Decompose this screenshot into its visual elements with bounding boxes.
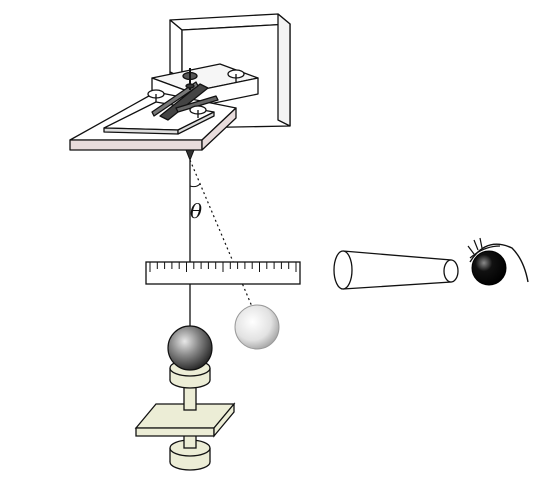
suspension-frame: [69, 13, 291, 151]
scale-ruler: [145, 261, 301, 285]
observer-eye: [467, 237, 529, 286]
suspension-point: [185, 149, 195, 162]
angle-label: θ: [190, 199, 202, 223]
deflected-string: [189, 159, 257, 317]
ball-stand: [134, 359, 236, 471]
ruler-ticks: [149, 262, 297, 272]
angle-arc: [189, 183, 201, 188]
telescope: [333, 250, 459, 290]
displaced-ball: [234, 304, 280, 350]
hanging-ball: [167, 325, 213, 371]
